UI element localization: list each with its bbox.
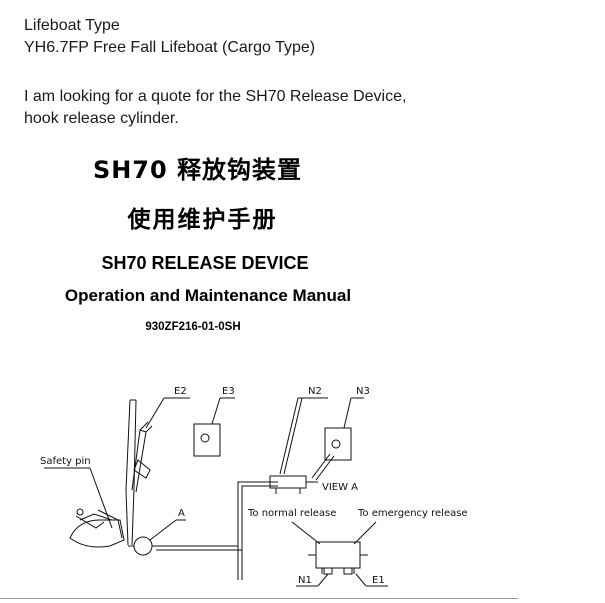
box-e3 xyxy=(193,423,221,457)
mast-outline xyxy=(125,399,131,546)
label-e3: E3 xyxy=(222,386,235,397)
manual-title-en-2: Operation and Maintenance Manual xyxy=(64,286,352,305)
lifeboat-type-label: Lifeboat Type xyxy=(24,17,120,34)
manual-title-cn-1: SH70 释放钩装置 xyxy=(92,156,303,184)
hook-cylinder xyxy=(133,459,151,479)
bottom-divider xyxy=(0,598,518,599)
valve-block xyxy=(315,541,361,569)
label-safety-pin: Safety pin xyxy=(40,456,91,467)
quote-request-line2: hook release cylinder. xyxy=(24,110,179,127)
label-e2: E2 xyxy=(174,386,187,397)
lifeboat-model: YH6.7FP Free Fall Lifeboat (Cargo Type) xyxy=(24,39,316,56)
label-e1: E1 xyxy=(372,575,385,586)
manual-title-cn-2: 使用维护手册 xyxy=(127,207,278,233)
release-device-schematic: Safety pin E2 E3 N2 N3 A VIEW A To norma… xyxy=(40,386,468,587)
manual-doc-number: 930ZF216-01-0SH xyxy=(145,321,241,333)
label-to-emergency-release: To emergency release xyxy=(357,508,468,519)
label-n3: N3 xyxy=(356,386,370,397)
connector-a xyxy=(133,536,153,556)
box-n3 xyxy=(324,427,352,461)
manual-title-en-1: SH70 RELEASE DEVICE xyxy=(101,253,309,273)
label-a: A xyxy=(178,508,185,519)
hydraulic-line xyxy=(152,481,278,547)
hook-body xyxy=(69,519,125,548)
label-n1: N1 xyxy=(298,575,312,586)
quote-request-line1: I am looking for a quote for the SH70 Re… xyxy=(24,88,407,105)
label-to-normal-release: To normal release xyxy=(247,508,336,519)
label-n2: N2 xyxy=(308,386,322,397)
label-view-a: VIEW A xyxy=(322,482,358,493)
